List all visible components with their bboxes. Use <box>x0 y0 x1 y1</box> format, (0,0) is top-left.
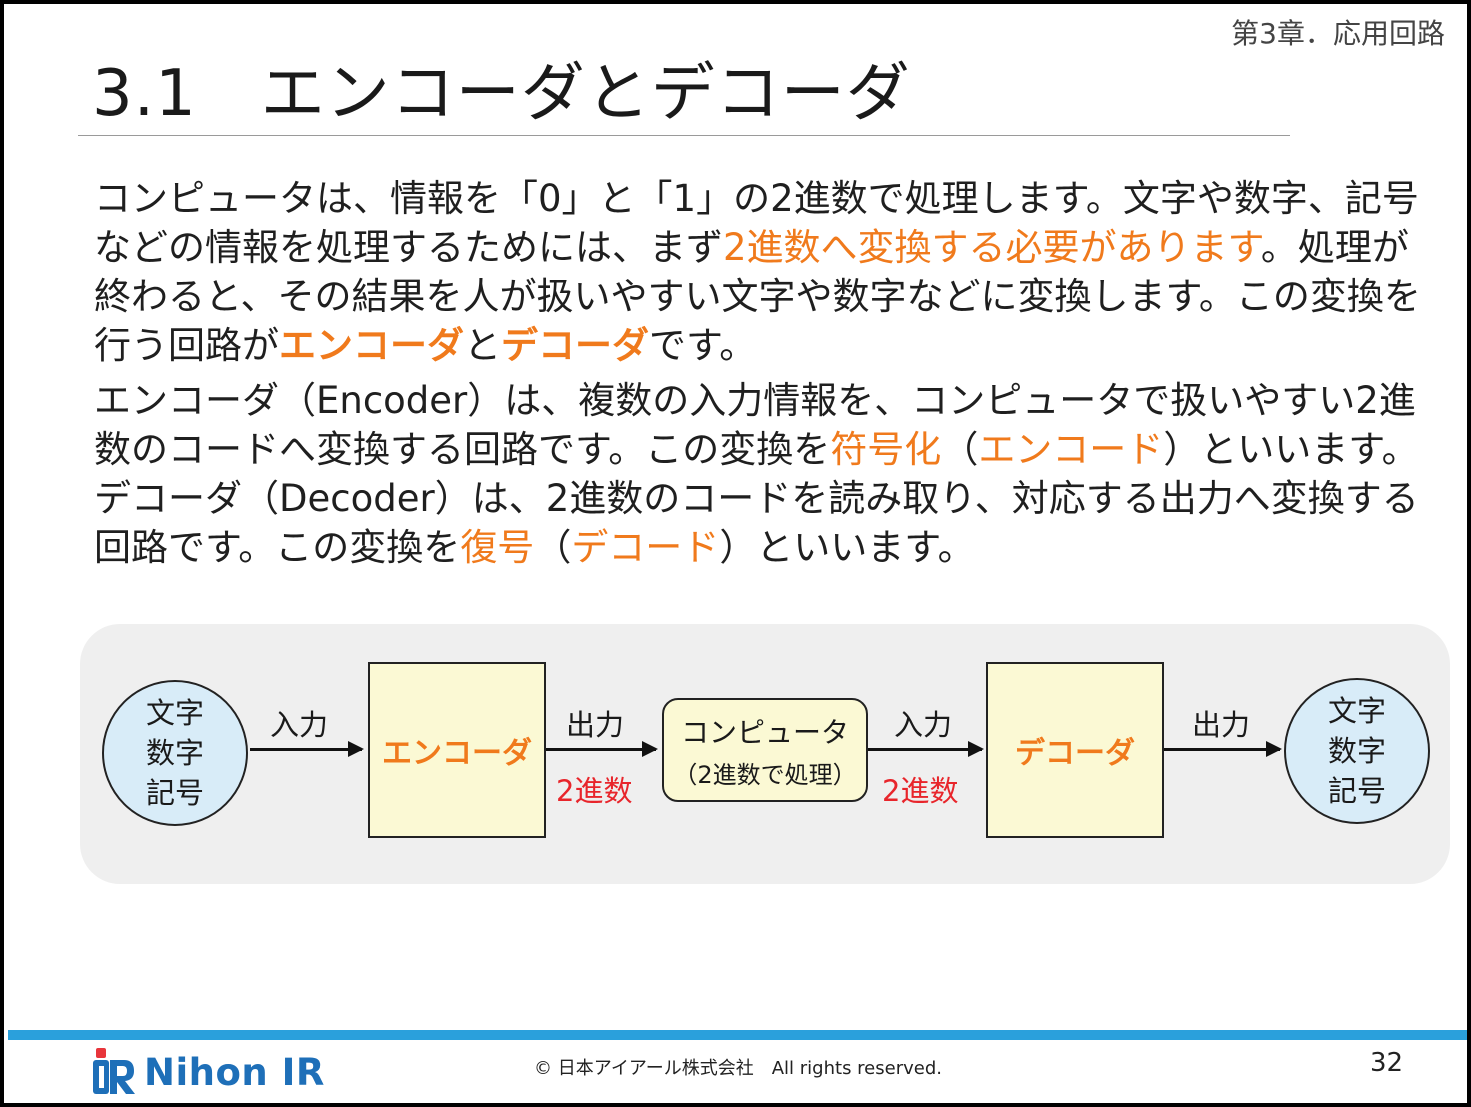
output-circle-label: 文字 数字 記号 <box>1327 694 1386 808</box>
page-number: 32 <box>1370 1048 1404 1078</box>
decoder-output-label: 出力 <box>1192 708 1251 742</box>
p1-segment: 。処理が終わると、その結果を人が扱いやすい文字や数字などに変換します。この変換を… <box>94 226 1421 367</box>
input-circle-label: 文字 数字 記号 <box>145 696 204 810</box>
computer-label: コンピュータ <box>680 715 849 749</box>
arrow-computer-to-decoder <box>868 741 984 757</box>
p1-segment: 2進数へ変換する必要があります <box>723 226 1261 269</box>
p2-segment: エンコーダ（Encoder）は、複数の入力情報を、コンピュータで扱いやすい2進数… <box>94 379 1416 471</box>
paragraph-1: コンピュータは、情報を「0」と「1」の2進数で処理します。文字や数字、記号などの… <box>94 174 1434 370</box>
decoder-box: デコーダ <box>986 662 1164 838</box>
encoder-label: エンコーダ <box>382 736 532 771</box>
p2-segment: ）といいます。デコーダ（Decoder）は、2進数のコードを読み取り、対応する出… <box>94 428 1419 569</box>
logo: Nihon IR <box>88 1044 325 1100</box>
p2-segment: デコード <box>571 526 720 569</box>
body-text: コンピュータは、情報を「0」と「1」の2進数で処理します。文字や数字、記号などの… <box>94 174 1434 578</box>
computer-sublabel: （2進数で処理） <box>673 760 857 789</box>
footer-bar <box>8 1030 1467 1040</box>
arrow-decoder-to-output <box>1164 741 1282 757</box>
copyright-text: © 日本アイアール株式会社 All rights reserved. <box>534 1058 942 1079</box>
p1-segment: と <box>464 324 501 367</box>
paragraph-2: エンコーダ（Encoder）は、複数の入力情報を、コンピュータで扱いやすい2進数… <box>94 376 1434 572</box>
page-title: 3.1 エンコーダとデコーダ <box>92 42 911 134</box>
logo-mark-icon <box>93 1048 135 1094</box>
output-circle: 文字 数字 記号 <box>1284 678 1430 824</box>
decoder-label: デコーダ <box>1015 736 1135 771</box>
title-divider <box>78 135 1290 136</box>
binary-label-2: 2進数 <box>882 774 959 808</box>
arrow-input-to-encoder <box>250 741 364 757</box>
p2-segment: エンコード <box>978 428 1164 471</box>
brand-name: Nihon IR <box>144 1050 325 1094</box>
computer-output-label: 入力 <box>894 708 953 742</box>
p2-segment: 復号 <box>460 526 535 569</box>
binary-label-1: 2進数 <box>556 774 633 808</box>
p1-segment: です。 <box>649 324 757 367</box>
p2-segment: ）といいます。 <box>719 526 975 569</box>
computer-box: コンピュータ （2進数で処理） <box>662 698 868 802</box>
section-title: エンコーダとデコーダ <box>260 57 911 131</box>
arrow-encoder-to-computer <box>546 741 658 757</box>
section-number: 3.1 <box>92 57 197 131</box>
p2-segment: （ <box>941 428 979 471</box>
input-circle: 文字 数字 記号 <box>102 680 248 826</box>
p2-segment: （ <box>534 526 572 569</box>
chapter-label: 第3章．応用回路 <box>1231 17 1445 50</box>
encoder-output-label: 出力 <box>566 708 625 742</box>
p1-segment: コンピュータは、情報を「0」と「1」の2進数で処理します。文字や数字、記号などの… <box>94 177 1419 269</box>
p1-segment: デコーダ <box>501 324 649 367</box>
encoder-decoder-diagram: 文字 数字 記号 入力 エンコーダ 出力 2進数 コンピュータ （2進数で処理）… <box>80 624 1450 884</box>
input-label: 入力 <box>270 708 329 742</box>
p2-segment: 符号化 <box>830 428 942 471</box>
encoder-box: エンコーダ <box>368 662 546 838</box>
p1-segment: エンコーダ <box>279 324 464 367</box>
